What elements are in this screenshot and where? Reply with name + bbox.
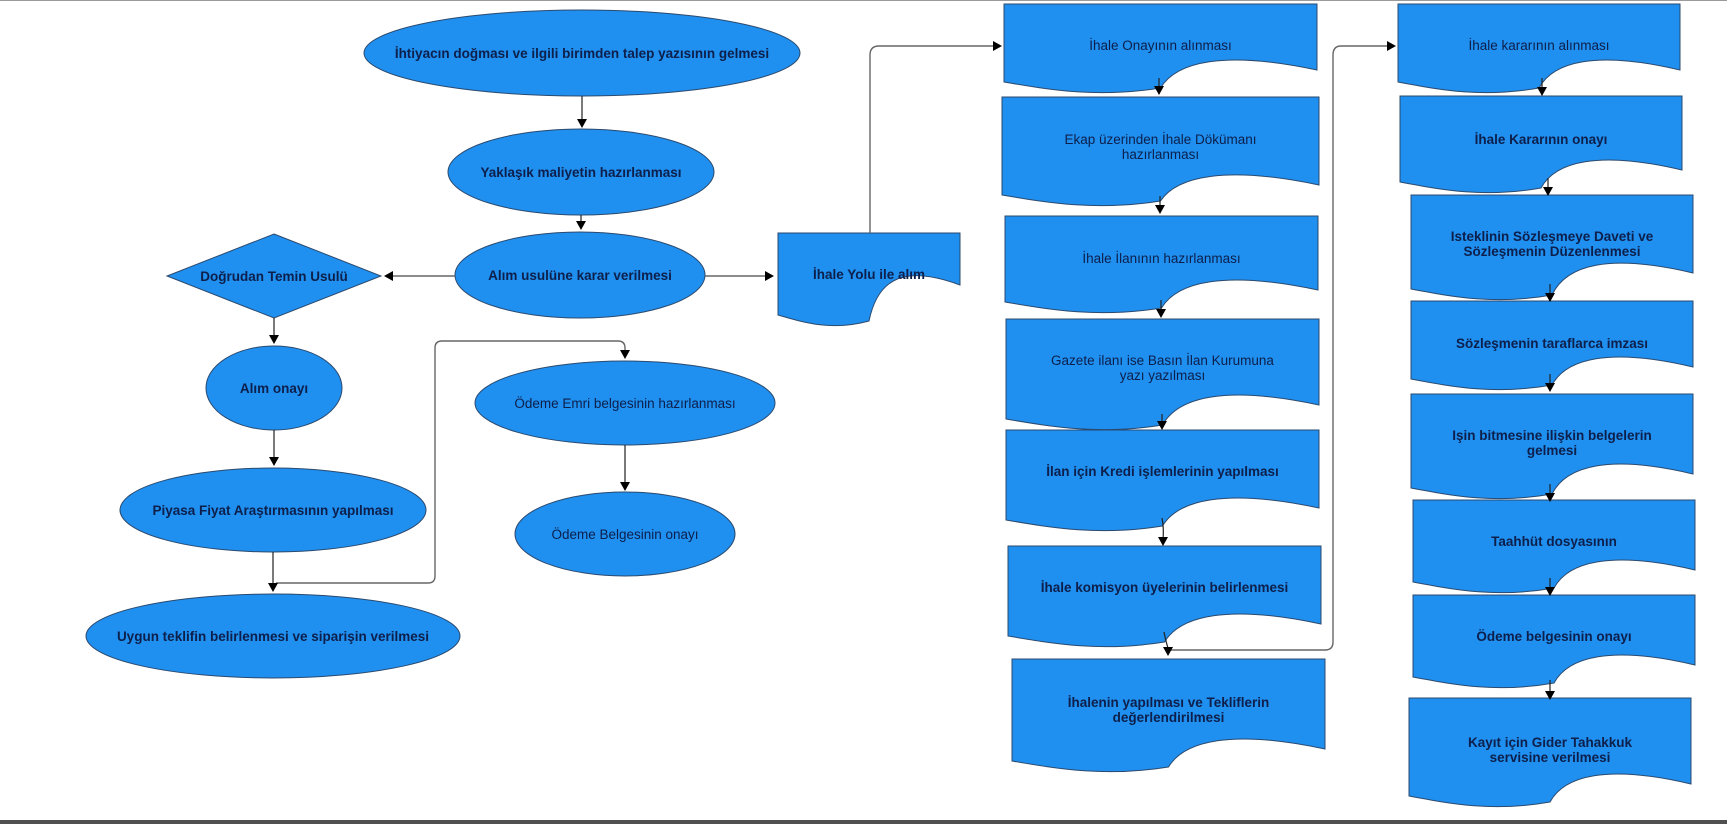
arrowhead-icon <box>1154 86 1164 95</box>
arrowhead-icon <box>1156 309 1166 318</box>
node-c6[interactable] <box>1007 545 1322 648</box>
node-c4[interactable] <box>1005 318 1320 431</box>
arrowhead-icon <box>1545 293 1555 302</box>
top-border <box>0 0 1727 1</box>
arrowhead-icon <box>1537 87 1547 96</box>
node-n2[interactable] <box>447 128 715 216</box>
node-d1[interactable] <box>165 233 383 319</box>
arrowhead-icon <box>1545 691 1555 700</box>
arrowhead-icon <box>1163 647 1173 656</box>
arrowhead-icon <box>268 583 278 592</box>
node-l1[interactable] <box>205 345 343 431</box>
node-ih[interactable] <box>777 232 961 327</box>
arrowhead-icon <box>576 221 586 230</box>
node-m2[interactable] <box>514 491 736 577</box>
arrowhead-icon <box>1545 493 1555 502</box>
arrowhead-icon <box>1387 41 1396 51</box>
arrowhead-icon <box>1155 205 1165 214</box>
node-r1[interactable] <box>1397 3 1681 94</box>
node-m1[interactable] <box>474 360 776 446</box>
arrowhead-icon <box>269 335 279 344</box>
node-n3[interactable] <box>454 231 706 319</box>
bottom-border <box>0 820 1727 824</box>
node-n1[interactable] <box>363 9 801 97</box>
node-r4[interactable] <box>1410 300 1694 391</box>
arrowhead-icon <box>620 350 630 359</box>
arrowhead-icon <box>269 457 279 466</box>
arrowhead-icon <box>577 119 587 128</box>
arrowhead-icon <box>1545 383 1555 392</box>
node-r2[interactable] <box>1399 95 1683 194</box>
arrowhead-icon <box>1157 421 1167 430</box>
node-c1[interactable] <box>1003 3 1318 94</box>
node-l2[interactable] <box>119 467 427 553</box>
node-c5[interactable] <box>1005 429 1320 532</box>
node-r5[interactable] <box>1410 393 1694 500</box>
node-l3[interactable] <box>85 593 461 679</box>
node-r6[interactable] <box>1412 499 1696 594</box>
arrowhead-icon <box>1158 537 1168 546</box>
arrowhead-icon <box>1543 187 1553 196</box>
node-r8[interactable] <box>1408 697 1692 808</box>
arrowhead-icon <box>620 482 630 491</box>
node-r7[interactable] <box>1412 594 1696 689</box>
arrowhead-icon <box>1545 587 1555 596</box>
arrowhead-icon <box>993 41 1002 51</box>
node-c7[interactable] <box>1011 658 1326 773</box>
node-c3[interactable] <box>1004 215 1319 314</box>
arrowhead-icon <box>765 271 774 281</box>
arrowhead-icon <box>384 271 393 281</box>
node-r3[interactable] <box>1410 194 1694 301</box>
node-c2[interactable] <box>1001 96 1320 207</box>
